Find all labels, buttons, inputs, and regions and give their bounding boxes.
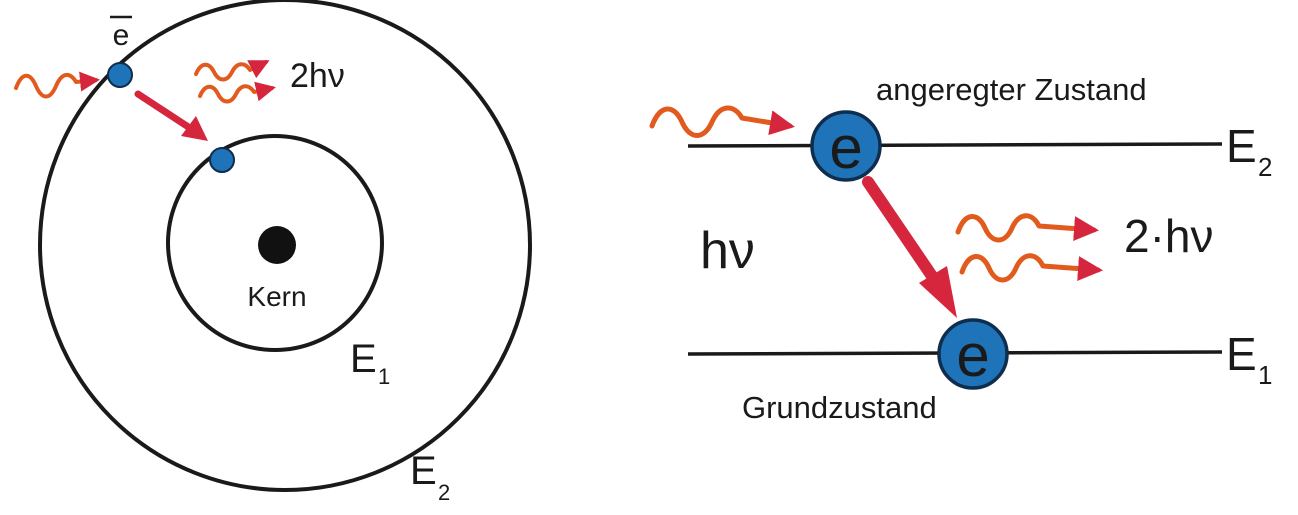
upper-level-label: E: [1226, 120, 1257, 172]
electron-inner: [209, 147, 235, 173]
nucleus-label: Kern: [247, 281, 306, 312]
electron-glyph-upper: e: [829, 114, 862, 181]
emitted-photon-wave-2: [198, 81, 276, 104]
outer-orbit-label: E: [410, 449, 437, 493]
excited-state-label: angeregter Zustand: [876, 72, 1147, 107]
inner-orbit-subscript: 1: [378, 364, 390, 389]
electron-excited: e: [810, 110, 882, 182]
atom-model: Kern e 2hν E 1 E 2: [14, 0, 532, 505]
lower-level-subscript: 1: [1258, 360, 1272, 390]
incoming-photon-wave-left: [14, 71, 100, 99]
outer-orbit-subscript: 2: [438, 480, 450, 505]
lower-level-label: E: [1226, 328, 1257, 380]
transition-arrow-left: [134, 90, 208, 141]
nucleus: [258, 226, 296, 264]
upper-level-subscript: 2: [1258, 152, 1272, 182]
electron-outer: [107, 62, 133, 88]
energy-level-diagram: angeregter Zustand Grundzustand E 2 E 1 …: [649, 72, 1272, 425]
emitted-photon-label-left: 2hν: [290, 57, 345, 95]
incoming-photon-label: hν: [700, 222, 755, 280]
emitted-photons-label: 2·hν: [1124, 210, 1213, 262]
outer-orbit-e2: [38, 0, 532, 492]
electron-glyph-lower: e: [956, 322, 989, 389]
energy-level-upper: [687, 142, 1223, 148]
incoming-photon-wave-right: [649, 105, 795, 138]
transition-arrow-right: [862, 176, 957, 318]
emitted-photon-wave-4: [959, 253, 1103, 283]
emitted-photon-wave-1: [194, 60, 270, 82]
emitted-photon-wave-3: [955, 213, 1099, 243]
electron-ground: e: [937, 318, 1009, 390]
inner-orbit-label: E: [350, 337, 377, 381]
electron-label: e: [113, 19, 130, 52]
ground-state-label: Grundzustand: [742, 390, 937, 425]
inner-orbit-e1: [166, 134, 384, 352]
